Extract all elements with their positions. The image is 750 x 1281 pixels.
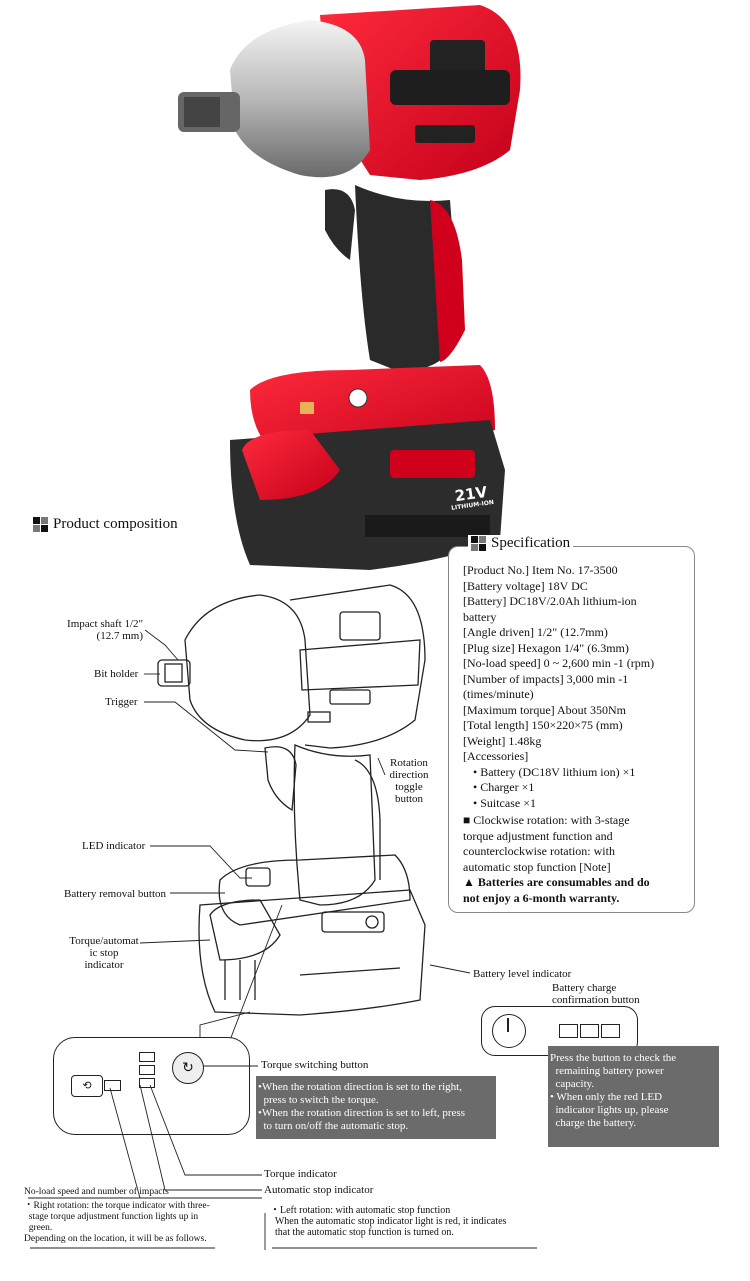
spec-line: [Battery voltage] 18V DC (463, 578, 588, 593)
right-notes: ・Left rotation: with automatic stop func… (270, 1205, 507, 1238)
battery-check-title: Battery charge confirmation button (552, 982, 640, 1006)
spec-note: ■ Clockwise rotation: with 3-stage (463, 813, 630, 827)
spec-line: [Number of impacts] 3,000 min -1 (463, 671, 629, 686)
torque-led-2 (139, 1065, 155, 1075)
spec-warning: not enjoy a 6-month warranty. (463, 890, 620, 905)
accessory-item: • Suitcase ×1 (473, 795, 536, 810)
torque-led-1 (139, 1052, 155, 1062)
battery-led-3 (601, 1024, 620, 1038)
label-torque-switching: Torque switching button (261, 1059, 369, 1071)
impact-wrench-photo (178, 5, 521, 570)
spec-line: [Weight] 1.48kg (463, 733, 542, 748)
spec-line: [Angle driven] 1/2" (12.7mm) (463, 625, 608, 639)
battery-check-button-icon[interactable] (492, 1014, 526, 1048)
specification-heading: Specification (468, 535, 574, 552)
product-photo: 21V LITHIUM-ION (150, 0, 530, 575)
spec-line: [Total length] 150×220×75 (mm) (463, 718, 623, 732)
spec-warning: ▲ Batteries are consumables and do (463, 875, 650, 889)
composition-heading: Product composition (33, 516, 178, 533)
left-notes: No-load speed and number of impacts ・Rig… (24, 1187, 210, 1244)
torque-switch-button-icon[interactable]: ↻ (172, 1052, 204, 1084)
section-square-icon (33, 517, 48, 532)
spec-line: [Maximum torque] About 350Nm (463, 702, 626, 717)
label-torque-indicator: Torque indicator (264, 1168, 337, 1180)
torque-info-box: •When the rotation direction is set to t… (256, 1076, 496, 1139)
label-torque-auto: Torque/automat ic stop indicator (69, 935, 139, 971)
label-battery-level: Battery level indicator (473, 968, 572, 980)
accessory-item: • Charger ×1 (473, 780, 535, 794)
label-trigger: Trigger (105, 696, 138, 708)
battery-led-2 (580, 1024, 599, 1038)
spec-line: battery (463, 609, 497, 624)
label-bit-holder: Bit holder (94, 668, 139, 680)
rotation-indicator-icon: ⟲ (71, 1075, 103, 1097)
spec-line: [Product No.] Item No. 17-3500 (463, 563, 618, 577)
specification-box: [Product No.] Item No. 17-3500 [Battery … (448, 546, 695, 913)
accessory-item: • Battery (DC18V lithium ion) ×1 (473, 764, 636, 779)
label-auto-stop-indicator: Automatic stop indicator (264, 1184, 374, 1196)
battery-led-1 (559, 1024, 578, 1038)
auto-stop-led (104, 1080, 121, 1091)
spec-line: (times/minute) (463, 687, 534, 701)
battery-check-info: Press the button to check the remaining … (548, 1046, 719, 1147)
spec-line: [Accessories] (463, 749, 529, 763)
spec-line: [Plug size] Hexagon 1/4" (6.3mm) (463, 640, 629, 655)
label-impact-shaft: Impact shaft 1/2" (12.7 mm) (67, 618, 143, 642)
spec-line: [No-load speed] 0 ~ 2,600 min -1 (rpm) (463, 656, 655, 670)
label-battery-removal: Battery removal button (64, 888, 167, 900)
section-square-icon (471, 536, 486, 551)
label-rotation-toggle: Rotation direction toggle button (389, 757, 429, 805)
spec-note: counterclockwise rotation: with (463, 844, 615, 858)
control-panel: ⟲ ↻ (53, 1037, 250, 1135)
spec-note: torque adjustment function and (463, 828, 613, 843)
label-led-indicator: LED indicator (82, 840, 146, 852)
spec-line: [Battery] DC18V/2.0Ah lithium-ion (463, 594, 637, 608)
spec-note: automatic stop function [Note] (463, 859, 611, 874)
torque-led-3 (139, 1078, 155, 1088)
